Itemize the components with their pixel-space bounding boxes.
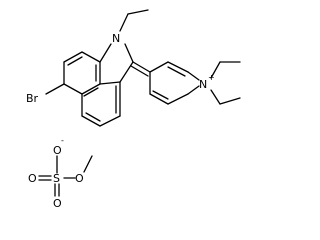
cation-bonds bbox=[45, 9, 241, 127]
bond-c6-br bbox=[45, 83, 65, 95]
atom-o-left: O bbox=[28, 172, 37, 185]
bond-c8-c7 bbox=[63, 51, 83, 63]
atom-o-right: O bbox=[75, 172, 84, 185]
bond-c3-c2x bbox=[99, 115, 121, 127]
charge-minus: - bbox=[61, 136, 64, 145]
bond-c4-c3 bbox=[81, 115, 101, 127]
bond-nplus-ethyl-down-1 bbox=[210, 89, 221, 105]
bond-q6-q5 bbox=[149, 93, 169, 105]
bond-c2a-c8b bbox=[99, 81, 121, 85]
bond-exo-double-2 bbox=[130, 65, 149, 77]
bond-iminium-2 bbox=[187, 85, 200, 95]
bond-n-c2 bbox=[124, 43, 134, 63]
bond-c8b-c5-inner bbox=[83, 87, 99, 97]
bond-q2-q3 bbox=[167, 61, 189, 73]
bond-n-c8a bbox=[99, 43, 112, 63]
bond-nplus-ethyl-down-2 bbox=[219, 97, 241, 105]
bond-o-methyl bbox=[83, 155, 93, 173]
bond-q1-q2 bbox=[149, 61, 169, 73]
atom-sulfur: S bbox=[53, 172, 60, 185]
bond-c6-c5 bbox=[63, 83, 83, 95]
atom-o-bottom: O bbox=[53, 197, 62, 210]
bond-c8a-c8 bbox=[81, 51, 101, 63]
bond-nplus-ethyl-up-1 bbox=[210, 61, 221, 79]
atom-o-minus: O bbox=[53, 144, 62, 157]
bond-c5-c8b bbox=[81, 83, 101, 95]
atom-n-plus: N bbox=[199, 78, 207, 91]
bond-n-ethyl-1 bbox=[119, 13, 129, 32]
bond-c2-c2a bbox=[119, 61, 134, 83]
bond-q5-q4 bbox=[167, 93, 189, 105]
bond-c8-c7-double bbox=[67, 56, 83, 66]
atom-n-ring: N bbox=[112, 32, 120, 45]
charge-plus: + bbox=[208, 73, 215, 82]
bond-c4-c3-double bbox=[85, 112, 101, 122]
bond-iminium-1 bbox=[187, 71, 200, 81]
bond-q6-q5-double bbox=[152, 90, 169, 100]
cation-labels: N N + Br bbox=[26, 32, 215, 105]
bond-exo-double-1 bbox=[132, 61, 151, 73]
bond-q2-q3-double bbox=[167, 66, 186, 77]
methyl-sulfate-anion: O - O S O O bbox=[28, 136, 93, 210]
atom-bromine: Br bbox=[26, 92, 39, 105]
bond-n-ethyl-2 bbox=[127, 9, 149, 15]
structure-canvas: N N + Br O - O S O O bbox=[26, 9, 241, 210]
